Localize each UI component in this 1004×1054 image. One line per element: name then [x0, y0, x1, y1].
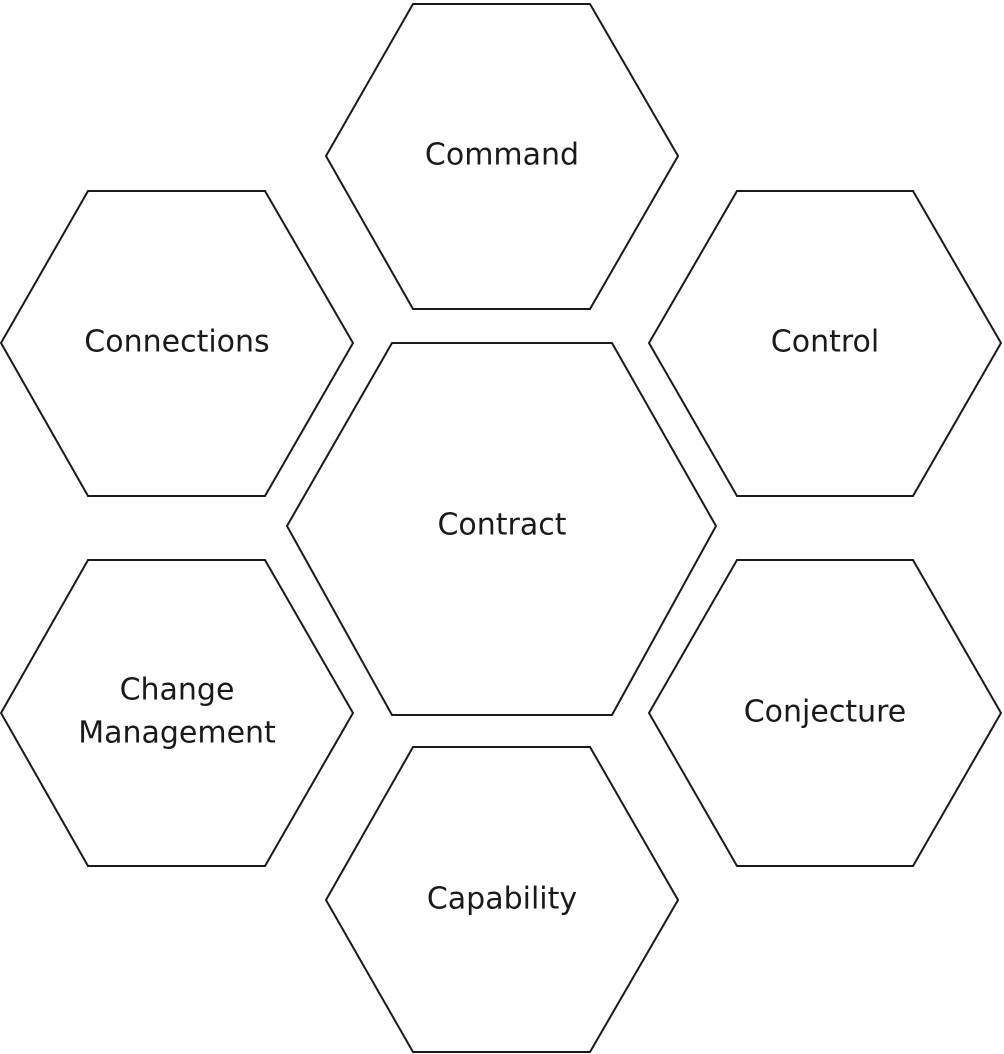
hex-command: Command — [324, 3, 680, 310]
hex-connections-shape — [0, 190, 355, 497]
hex-change-management: Change Management — [0, 559, 355, 867]
hex-change-management-label-line2: Management — [78, 716, 276, 751]
hex-connections: Connections — [0, 190, 355, 497]
hex-contract: Contract — [285, 342, 718, 716]
hex-contract-label: Contract — [437, 508, 566, 543]
hex-connections-label: Connections — [84, 325, 269, 360]
hex-conjecture-label: Conjecture — [744, 695, 907, 730]
hex-change-management-label-line1: Change — [120, 673, 235, 708]
hex-control-shape — [647, 190, 1003, 497]
hex-control: Control — [647, 190, 1003, 497]
hex-capability-shape — [324, 746, 680, 1053]
hex-command-label: Command — [425, 138, 579, 173]
hex-contract-shape — [285, 342, 718, 716]
hex-control-label: Control — [771, 325, 879, 360]
hex-conjecture-shape — [647, 559, 1003, 867]
hex-change-management-shape — [0, 559, 355, 867]
hex-command-shape — [324, 3, 680, 310]
hex-capability-label: Capability — [427, 882, 577, 917]
hex-conjecture: Conjecture — [647, 559, 1003, 867]
hex-capability: Capability — [324, 746, 680, 1053]
